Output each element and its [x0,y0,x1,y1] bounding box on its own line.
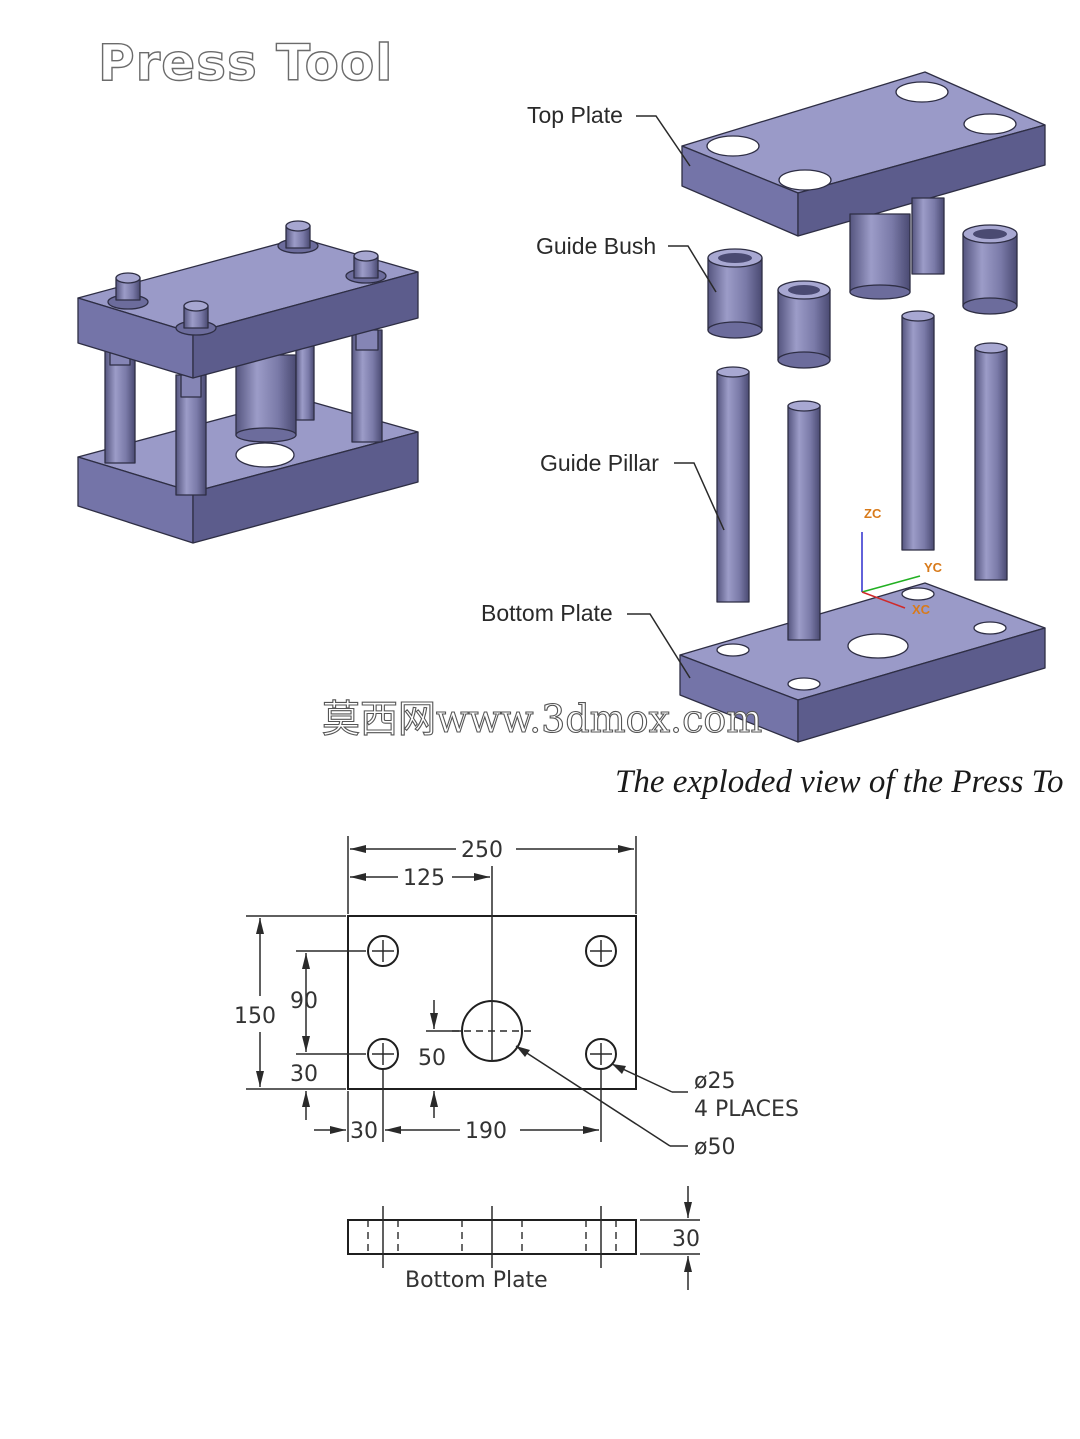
axis-label-zc: ZC [864,506,882,521]
guide-pillar [901,310,935,551]
dim-thickness: 30 [672,1227,700,1252]
exploded-view: ZC YC XC [679,71,1046,743]
exploded-bottom-plate [679,582,1046,743]
pillar-head [175,300,217,336]
dim-height: 150 [234,1004,276,1029]
dim-center-hole-offset: 50 [418,1046,446,1071]
exploded-top-plate [681,71,1046,237]
hole-small [367,935,399,967]
bottom-plate-center-hole [235,442,295,468]
callout-guide-bush: Guide Bush [536,233,656,259]
hole-large [452,866,532,1062]
callouts: Top Plate Guide Bush Guide Pillar Bottom… [481,102,725,679]
hole-small [367,1038,399,1070]
hole-small [585,1038,617,1070]
guide-bush [707,248,763,339]
exploded-view-caption: The exploded view of the Press To [615,764,1064,800]
callout-guide-pillar: Guide Pillar [540,450,659,476]
watermark: 莫西网www.3dmox.com [322,697,762,741]
callout-top-plate: Top Plate [527,102,623,128]
guide-pillar [716,366,750,603]
guide-bush [962,224,1018,315]
dim-small-hole-diameter: ø25 [694,1069,735,1094]
guide-pillar [787,400,821,641]
bottom-plate-drawing: 250 125 150 90 30 50 [234,836,799,1293]
guide-bush [777,280,831,369]
guide-pillar [974,342,1008,581]
dim-half-width: 125 [403,866,445,891]
dim-hole-spacing-horizontal: 190 [465,1119,507,1144]
dim-overall-width: 250 [461,838,503,863]
dim-small-hole-count: 4 PLACES [694,1097,799,1122]
hole-small [585,935,617,967]
dim-edge-offset-bottom: 30 [290,1062,318,1087]
dim-edge-offset-left: 30 [350,1119,378,1144]
pillar-head [107,272,149,310]
dim-large-hole-diameter: ø50 [694,1135,735,1160]
pillar-head [277,220,319,254]
axis-label-xc: XC [912,602,931,617]
axis-label-yc: YC [924,560,943,575]
pillar-head [345,250,387,284]
coordinate-triad: ZC YC XC [861,506,943,617]
page-title: Press Tool [98,34,393,92]
callout-bottom-plate: Bottom Plate [481,600,613,626]
dim-hole-spacing-vertical: 90 [290,989,318,1014]
drawing-view-label: Bottom Plate [405,1268,548,1293]
assembled-press-tool [77,220,419,544]
